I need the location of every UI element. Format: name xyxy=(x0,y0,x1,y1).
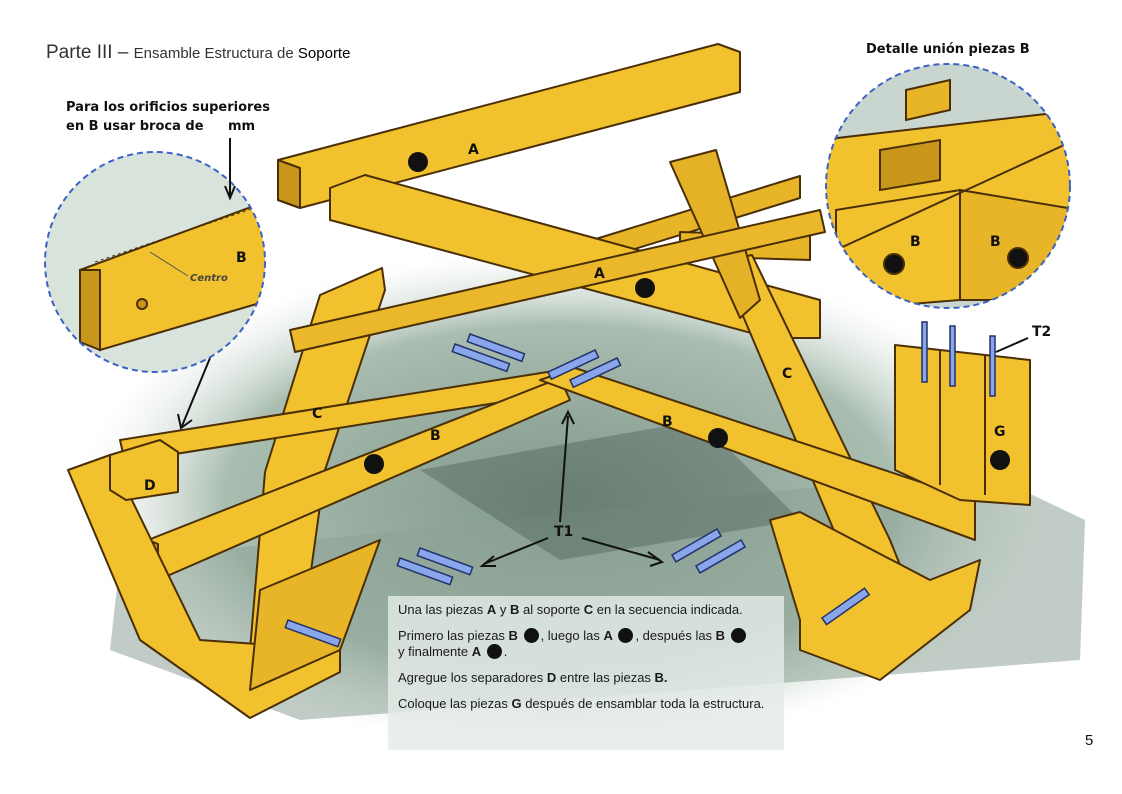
label-a-mid: A xyxy=(594,266,605,282)
label-g: G xyxy=(994,424,1006,440)
title-bold: Soporte xyxy=(297,45,351,62)
drill-note-line1: Para los orificios superiores xyxy=(66,100,270,115)
instruction-2: Primero las piezas B , luego las A , des… xyxy=(398,628,774,660)
drill-note-unit: mm xyxy=(228,119,256,134)
instruction-4: Coloque las piezas G después de ensambla… xyxy=(398,696,765,711)
label-b-right: B xyxy=(662,414,673,430)
hole-markers xyxy=(364,152,1010,474)
detail-left-b-label: B xyxy=(236,250,247,266)
beam-a-mid xyxy=(329,174,821,339)
title-main: Ensamble Estructura de xyxy=(133,45,298,62)
bolts xyxy=(284,321,996,648)
label-t2: T2 xyxy=(1032,324,1051,340)
instruction-3: Agregue los separadores D entre las piez… xyxy=(398,670,668,685)
block-d xyxy=(109,439,179,501)
label-c-left: C xyxy=(312,406,322,422)
instruction-1: Una las piezas A y B al soporte C en la … xyxy=(398,602,743,617)
dot-icon xyxy=(730,628,746,643)
detail-b-label-1: B xyxy=(910,234,921,250)
label-t1: T1 xyxy=(554,524,573,540)
dot-icon xyxy=(523,628,539,643)
title-part: Parte III xyxy=(46,42,113,63)
label-d: D xyxy=(144,478,156,494)
page-number: 5 xyxy=(1085,732,1094,749)
label-c-right: C xyxy=(782,366,792,382)
dot-icon xyxy=(618,628,634,643)
centro-label: Centro xyxy=(190,273,228,284)
title-dash: – xyxy=(112,42,134,63)
page-title: Parte III – Ensamble Estructura de Sopor… xyxy=(46,42,350,64)
detail-title: Detalle unión piezas B xyxy=(866,42,1030,57)
instructions-box: Una las piezas A y B al soporte C en la … xyxy=(388,596,784,750)
dot-icon xyxy=(486,644,502,659)
label-b-left: B xyxy=(430,428,441,444)
detail-b-label-2: B xyxy=(990,234,1001,250)
drill-note-line2: en B usar broca de xyxy=(66,119,204,134)
detail-circle-drill: Centro B xyxy=(44,138,266,373)
label-a-top: A xyxy=(468,142,479,158)
drill-note: Para los orificios superiores en B usar … xyxy=(66,98,270,136)
arrows xyxy=(177,337,1029,567)
detail-circle-joint: B B xyxy=(825,63,1071,309)
